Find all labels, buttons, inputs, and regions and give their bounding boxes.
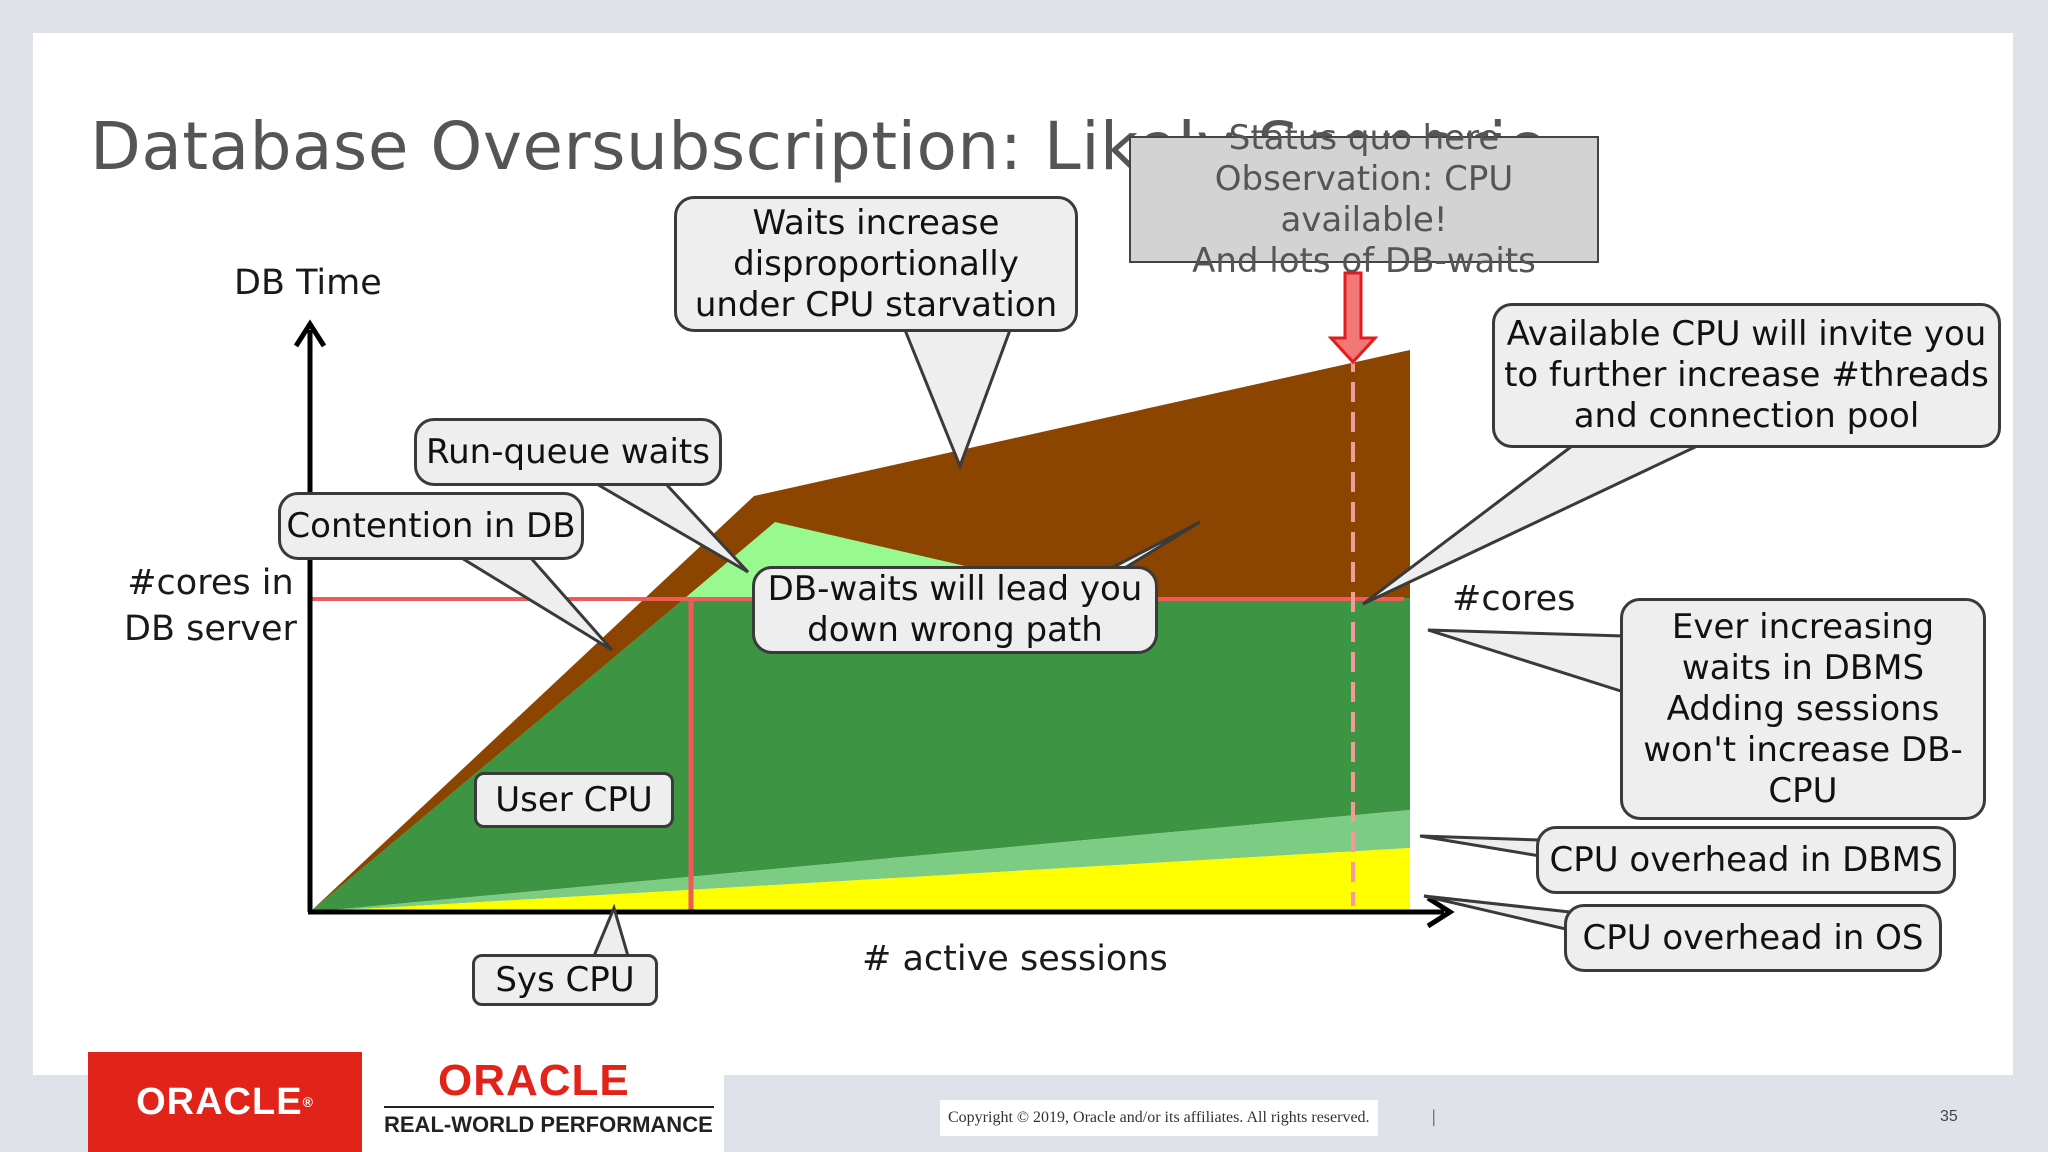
dbms-overhead-pointer [1419,834,1542,858]
os-overhead-area [310,848,1410,912]
user-cpu-label: User CPU [474,772,674,828]
sys-cpu-pointer [591,903,630,958]
ever-increasing-pointer [1427,628,1626,695]
db-waits-callout: DB-waits will lead you down wrong path [752,566,1158,654]
y-axis-arrowhead [293,319,327,348]
registered-mark: ® [302,1094,314,1110]
waits-increase-callout: Waits increase disproportionally under C… [674,196,1078,332]
user-cpu-area [310,598,1410,912]
status-quo-callout: Status quo here Observation: CPU availab… [1129,118,1599,281]
page-number: 35 [1940,1108,1958,1125]
x-axis-arrowhead [1426,895,1455,929]
sys-cpu-callout: Sys CPU [472,954,658,1006]
rwp-divider [384,1106,714,1108]
cores-axis-label: #cores in DB server [124,563,297,649]
x-axis-label: # active sessions [862,939,1168,979]
contention-callout: Contention in DB [278,492,584,560]
footer-separator: | [1432,1106,1436,1126]
copyright-notice: Copyright © 2019, Oracle and/or its affi… [940,1100,1378,1136]
available-cpu-callout: Available CPU will invite you to further… [1492,303,2001,448]
oracle-logo-text: ORACLE [136,1080,303,1123]
oracle-logo: ORACLE® [88,1052,362,1152]
rwp-tagline: REAL-WORLD PERFORMANCE [384,1112,713,1137]
ever-increasing-callout: Ever increasing waits in DBMS Adding ses… [1620,598,1986,820]
dbms-overhead-area [310,810,1410,912]
contention-pointer [454,555,614,652]
cpu-overhead-os-callout: CPU overhead in OS [1564,904,1942,972]
y-axis-label: DB Time [234,263,382,303]
cpu-overhead-dbms-callout: CPU overhead in DBMS [1536,826,1956,894]
rwp-oracle-wordmark: ORACLE [438,1056,630,1105]
status-quo-arrow [1327,271,1379,365]
run-queue-callout: Run-queue waits [414,418,722,486]
rwp-logo-panel [362,1052,724,1152]
cores-line-label: #cores [1452,579,1576,619]
